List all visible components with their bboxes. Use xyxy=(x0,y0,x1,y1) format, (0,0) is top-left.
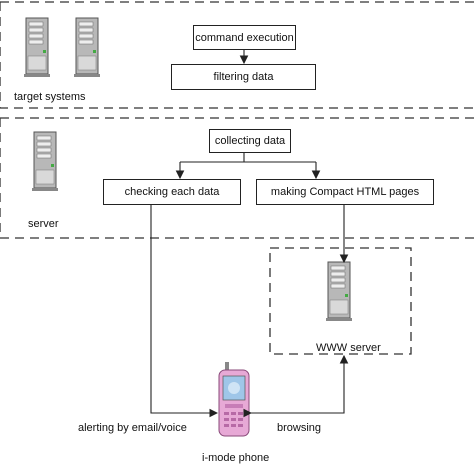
target-server-icon-1 xyxy=(23,17,51,78)
server-label: server xyxy=(28,218,59,230)
alerting-label: alerting by email/voice xyxy=(78,422,187,434)
target-server-icon-2 xyxy=(73,17,101,78)
www-server-label: WWW server xyxy=(316,342,381,354)
checking-each-data-box: checking each data xyxy=(103,179,241,205)
imode-phone-label: i-mode phone xyxy=(202,452,270,464)
making-compact-html-box: making Compact HTML pages xyxy=(256,179,434,205)
arrow-browsing xyxy=(243,354,349,418)
imode-phone-icon xyxy=(218,362,250,437)
www-server-icon xyxy=(325,261,353,322)
www-server-region-border xyxy=(269,247,412,355)
collecting-data-box: collecting data xyxy=(209,129,291,153)
browsing-label: browsing xyxy=(277,422,322,434)
target-systems-label: target systems xyxy=(14,91,86,103)
arrow-checking-to-phone xyxy=(150,204,219,418)
server-icon xyxy=(31,131,59,192)
target-region-border xyxy=(0,1,474,109)
server-region-border xyxy=(0,117,474,239)
filtering-data-box: filtering data xyxy=(171,64,316,90)
connectors xyxy=(150,50,349,418)
command-execution-box: command execution xyxy=(193,25,296,50)
region-borders xyxy=(0,1,474,355)
